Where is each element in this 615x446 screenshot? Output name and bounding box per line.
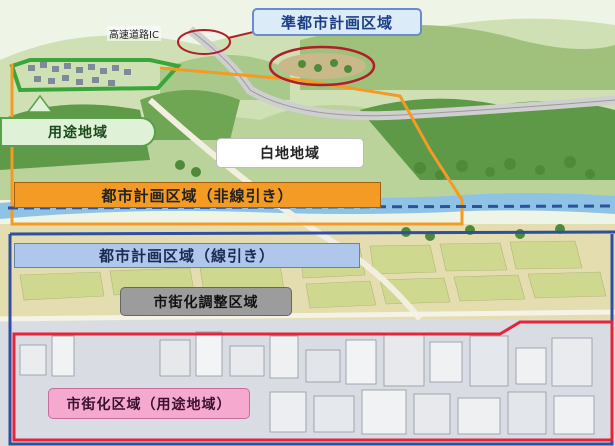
use-district-boundary [9,58,182,93]
use-district-label: 用途地域 [0,117,156,147]
quasi-area-settlement [278,53,366,79]
urbanization-area-boundary [12,320,614,442]
non-line-area-boundary [10,64,464,226]
city-buildings [19,331,595,435]
line-city-planning-area-label: 都市計画区域（線引き） [14,243,360,268]
highway-edge [189,29,615,117]
quasi-city-planning-area-label: 準都市計画区域 [252,8,422,36]
dark-forest-right [360,98,615,180]
urbanization-control-area-label: 市街化調整区域 [120,287,292,316]
urbanization-area-label: 市街化区域（用途地域） [48,388,250,419]
dark-forest-center [140,90,240,140]
far-hill-center [160,55,290,100]
use-district-pointer [26,94,54,113]
line-area-boundary [9,230,615,236]
local-road [147,97,423,321]
highway-ic-circle [177,29,231,55]
rice-fields [19,240,607,309]
non-line-city-planning-area-label: 都市計画区域（非線引き） [14,182,381,208]
blank-area-label: 白地地域 [216,138,364,168]
city-edge-road [0,309,615,322]
quasi-area-circle [268,45,376,87]
far-hill-right [300,25,615,90]
village-houses [28,62,131,86]
highway-ic-label: 高速道路IC [107,26,161,41]
